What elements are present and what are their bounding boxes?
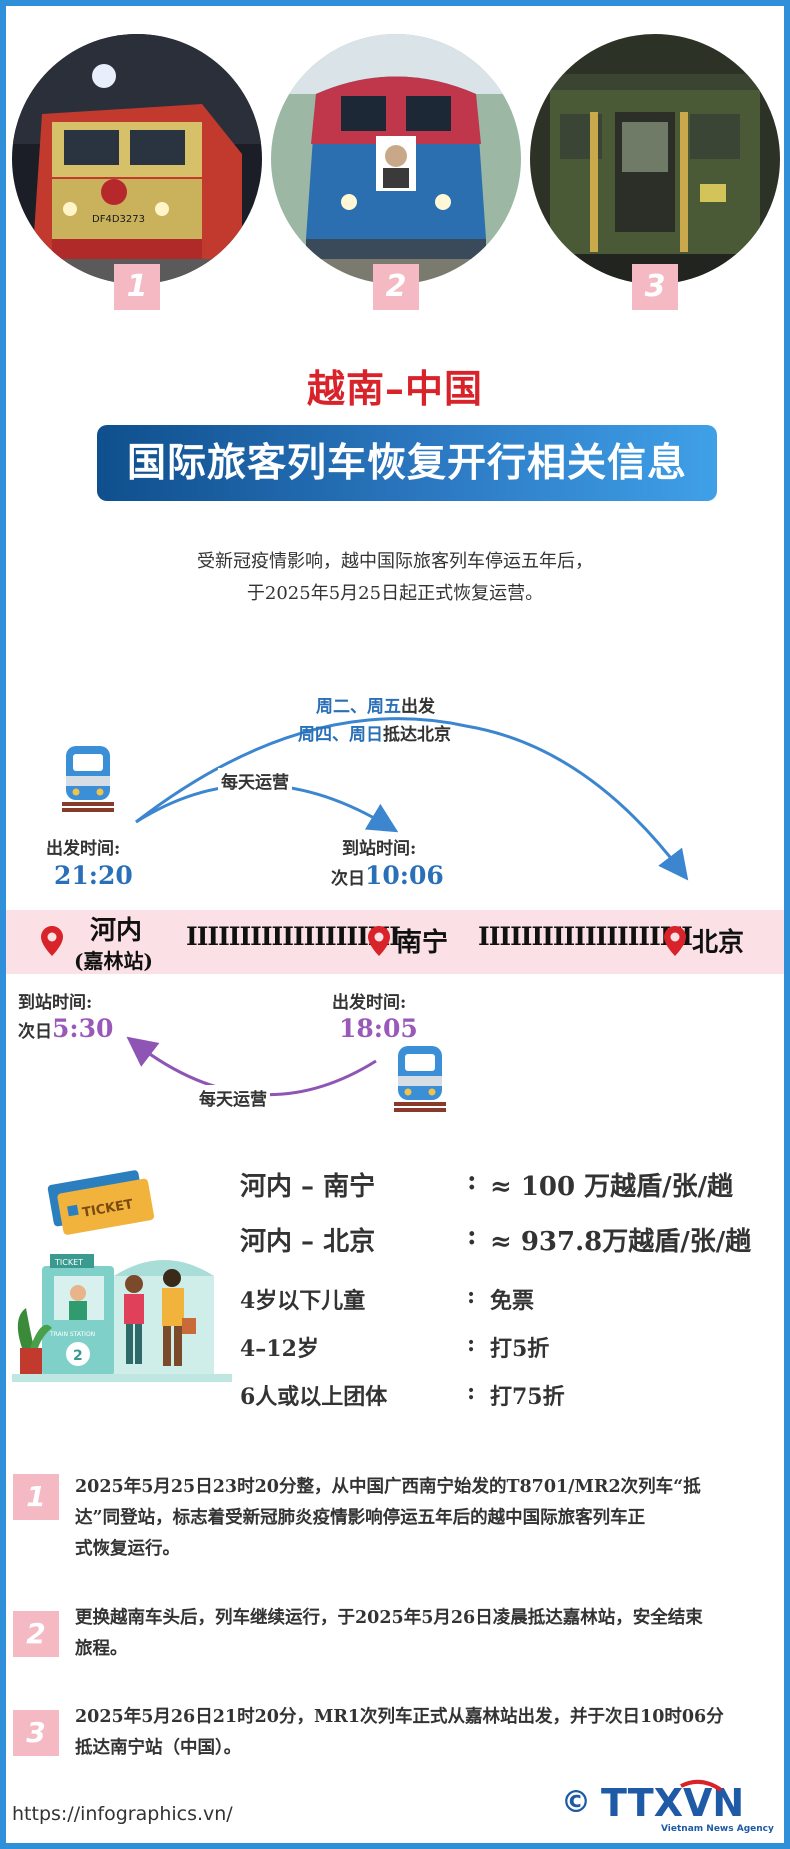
- station-hanoi-sub: (嘉林站): [74, 949, 153, 973]
- note-badge-3: 3: [13, 1710, 59, 1756]
- station-sign-text: TRAIN STATION: [49, 1331, 95, 1338]
- note-1-line-3: 式恢复运行。: [75, 1539, 180, 1559]
- track-segment-1: IIIIIIIIIIIIIIIIIIII: [186, 922, 401, 951]
- discount-value-team: 打75折: [490, 1384, 565, 1410]
- outbound-arrive-time: 10:06: [365, 861, 444, 890]
- logo-sub: Vietnam News Agency: [661, 1824, 774, 1834]
- discount-group-team: 6人或以上团体: [240, 1384, 388, 1410]
- daily-label-bottom: 每天运营: [196, 1085, 270, 1110]
- depart-days: 周二、周五: [316, 697, 401, 717]
- outbound-depart-time: 21:20: [54, 861, 133, 890]
- fare-value-hanoi-beijing: ≈ 937.8万越盾/张/趟: [490, 1227, 752, 1257]
- intro-text: 受新冠疫情影响，越中国际旅客列车停运五年后， 于2025年5月25日起正式恢复运…: [6, 546, 784, 610]
- note-3-line-2: 抵达南宁站（中国）。: [75, 1738, 242, 1758]
- photo-badge-1: 1: [114, 264, 160, 310]
- ticket-station-illustration: TICKET TICKET TRAIN STATION 2: [12, 1170, 232, 1382]
- return-arrive-prefix: 次日: [18, 1022, 52, 1042]
- fare-value-hanoi-nanning: ≈ 100 万越盾/张/趟: [490, 1172, 734, 1202]
- daily-label-top: 每天运营: [218, 768, 292, 793]
- arrive-days: 周四、周日: [298, 725, 383, 745]
- station-band: [6, 910, 784, 974]
- location-pin-icon: [664, 926, 686, 956]
- note-1-line-1: 2025年5月25日23时20分整，从中国广西南宁始发的T8701/MR2次列车…: [75, 1477, 701, 1497]
- location-pin-icon: [368, 926, 390, 956]
- discount-group-age: 4–12岁: [240, 1336, 319, 1362]
- logo-copyright-mark: ©: [561, 1785, 591, 1820]
- ttxvn-logo: © TTXVN Vietnam News Agency: [561, 1779, 774, 1834]
- note-1-line-2: 达”同登站，标志着受新冠肺炎疫情影响停运五年后的越中国际旅客列车正: [75, 1508, 646, 1528]
- discount-value-age: 打5折: [490, 1336, 550, 1362]
- station-hanoi: 河内: [90, 916, 143, 946]
- note-3-line-1: 2025年5月26日21时20分，MR1次列车正式从嘉林站出发，并于次日10时0…: [75, 1707, 724, 1727]
- note-text-3: 2025年5月26日21时20分，MR1次列车正式从嘉林站出发，并于次日10时0…: [75, 1702, 755, 1764]
- return-depart-time: 18:05: [339, 1014, 418, 1043]
- station-beijing: 北京: [692, 928, 745, 958]
- return-arrive-time: 5:30: [52, 1014, 114, 1043]
- fare-colon-2: :: [467, 1221, 477, 1251]
- note-2-line-2: 旅程。: [75, 1639, 128, 1659]
- title-route: 越南–中国: [306, 366, 483, 411]
- outbound-arrive: 次日10:06: [331, 861, 444, 890]
- title-banner: 国际旅客列车恢复开行相关信息: [97, 425, 717, 501]
- outbound-arrive-prefix: 次日: [331, 869, 365, 889]
- return-arrive-label: 到站时间:: [18, 993, 93, 1013]
- discount-colon-3: :: [467, 1379, 476, 1405]
- photo-chinese-locomotive: DF4D3273: [12, 34, 262, 284]
- beijing-depart-days: 周二、周五出发: [316, 692, 435, 717]
- beijing-arrive-days: 周四、周日抵达北京: [298, 720, 451, 745]
- infographic-page: DF4D3273: [6, 6, 784, 1843]
- return-arrive: 次日5:30: [18, 1014, 113, 1043]
- location-pin-icon: [41, 926, 63, 956]
- intro-line-2: 于2025年5月25日起正式恢复运营。: [246, 583, 544, 604]
- note-2-line-1: 更换越南车头后，列车继续运行，于2025年5月26日凌晨抵达嘉林站，安全结束: [75, 1608, 703, 1628]
- fare-route-hanoi-beijing: 河内 – 北京: [240, 1227, 376, 1257]
- booth-number-text: 2: [73, 1348, 83, 1364]
- train-icon-return: [394, 1046, 446, 1112]
- photo-vietnamese-locomotive: [271, 34, 521, 284]
- photo-passenger-carriage: [530, 34, 780, 284]
- fare-colon-1: :: [467, 1166, 477, 1196]
- outbound-arrive-label: 到站时间:: [342, 839, 417, 859]
- fare-route-hanoi-nanning: 河内 – 南宁: [240, 1172, 376, 1202]
- outbound-depart-label: 出发时间:: [46, 839, 121, 859]
- intro-line-1: 受新冠疫情影响，越中国际旅客列车停运五年后，: [197, 551, 593, 572]
- source-url[interactable]: https://infographics.vn/: [12, 1803, 233, 1825]
- discount-colon-1: :: [467, 1283, 476, 1309]
- note-text-1: 2025年5月25日23时20分整，从中国广西南宁始发的T8701/MR2次列车…: [75, 1472, 755, 1565]
- discount-colon-2: :: [467, 1331, 476, 1357]
- note-text-2: 更换越南车头后，列车继续运行，于2025年5月26日凌晨抵达嘉林站，安全结束 旅…: [75, 1603, 755, 1665]
- station-nanning: 南宁: [396, 928, 449, 958]
- arrive-suffix: 抵达北京: [383, 725, 451, 745]
- photo-badge-3: 3: [632, 264, 678, 310]
- train-icon-outbound: [62, 746, 114, 812]
- track-segment-2: IIIIIIIIIIIIIIIIIIII: [478, 922, 693, 951]
- locomotive-number-text: DF4D3273: [92, 214, 145, 225]
- return-depart-label: 出发时间:: [332, 993, 407, 1013]
- booth-sign-text: TICKET: [54, 1258, 83, 1267]
- discount-value-children: 免票: [490, 1288, 535, 1314]
- photo-badge-2: 2: [373, 264, 419, 310]
- logo-text: TTXVN: [601, 1781, 744, 1825]
- discount-group-children: 4岁以下儿童: [240, 1288, 366, 1314]
- note-badge-1: 1: [13, 1474, 59, 1520]
- note-badge-2: 2: [13, 1611, 59, 1657]
- depart-suffix: 出发: [401, 697, 435, 717]
